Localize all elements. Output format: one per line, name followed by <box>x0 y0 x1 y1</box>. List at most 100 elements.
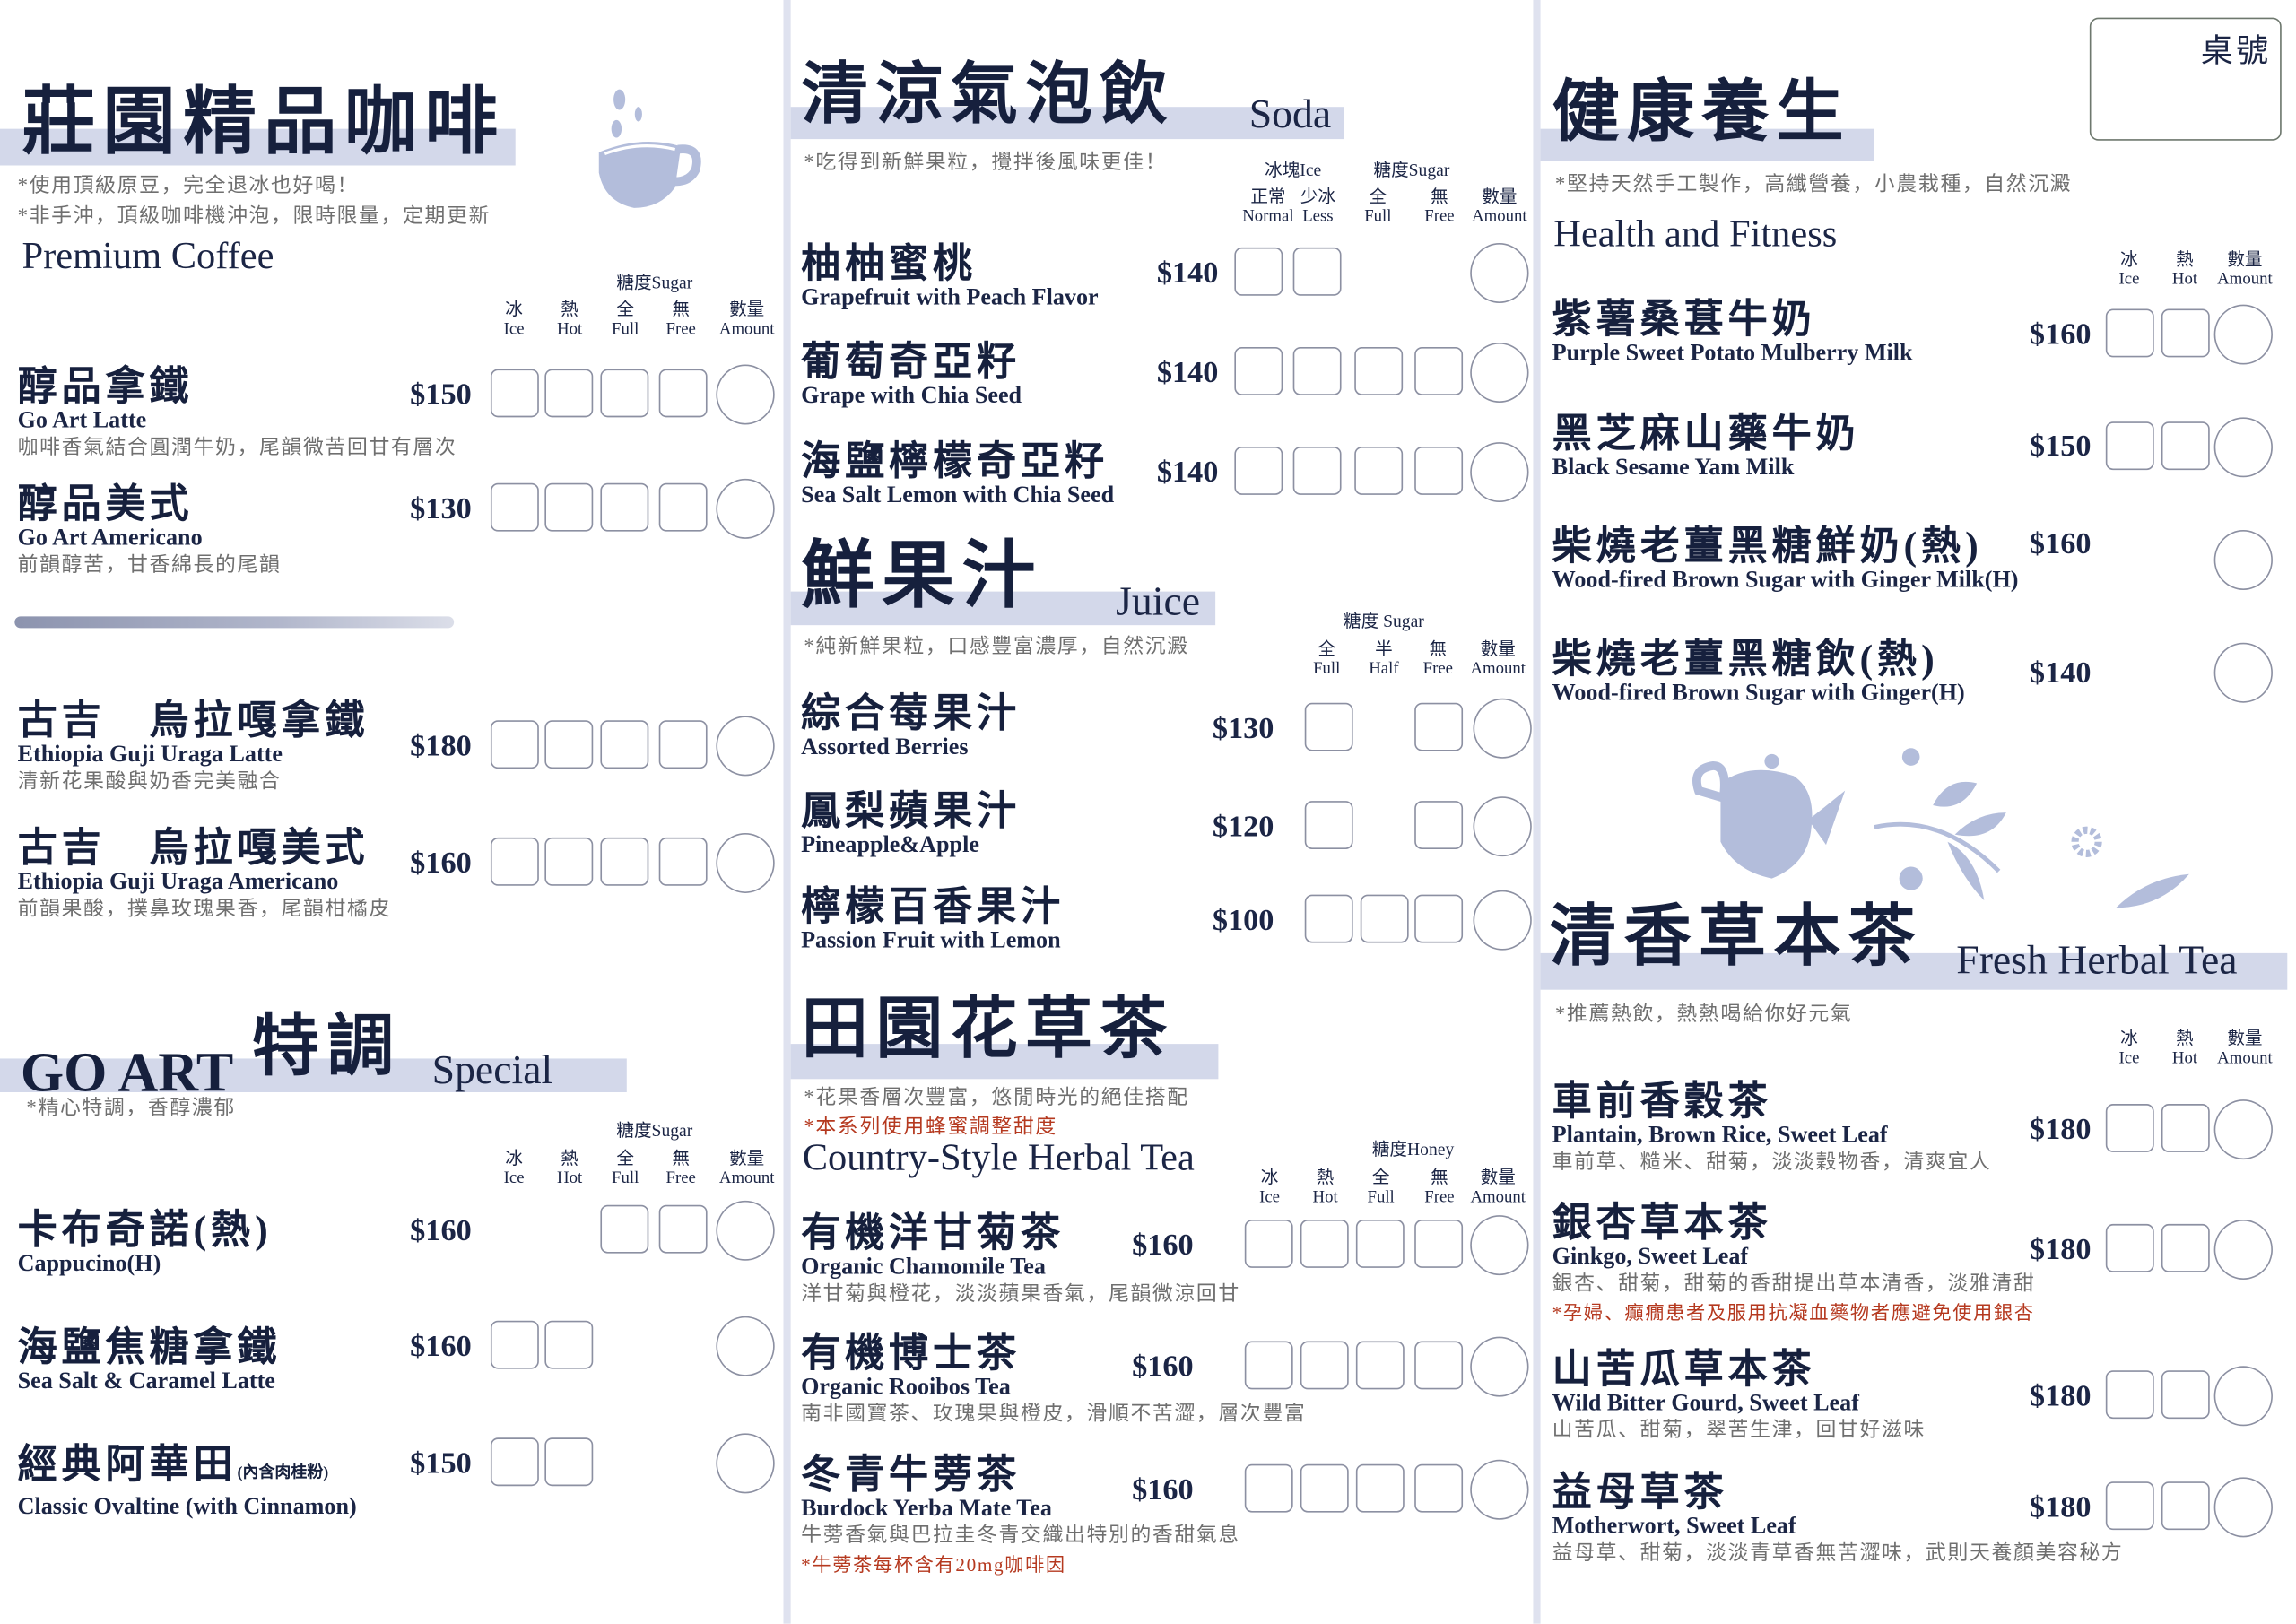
amount-circle-field[interactable] <box>716 716 775 777</box>
option-checkbox[interactable] <box>1304 702 1353 751</box>
option-checkbox[interactable] <box>544 837 594 886</box>
amount-circle-field[interactable] <box>1470 243 1529 303</box>
option-checkbox[interactable] <box>1300 1220 1349 1268</box>
amount-circle-field[interactable] <box>1473 698 1532 759</box>
item-name-zh: 醇品拿鐵 <box>18 365 457 409</box>
option-checkbox[interactable] <box>2161 1370 2210 1420</box>
option-checkbox[interactable] <box>1244 1220 1293 1268</box>
col-label-en: Free <box>1424 207 1455 226</box>
item-name-en: Motherwort, Sweet Leaf <box>1552 1514 1796 1539</box>
option-checkbox[interactable] <box>1360 894 1409 943</box>
amount-circle-field[interactable] <box>716 1316 775 1376</box>
option-checkbox[interactable] <box>1304 894 1353 943</box>
item-name-zh-text: 益母草茶 <box>1552 1470 1728 1515</box>
option-checkbox[interactable] <box>2105 1104 2154 1152</box>
option-checkbox[interactable] <box>658 369 708 418</box>
option-checkbox[interactable] <box>1300 1463 1349 1513</box>
soda-header-group: 糖度Sugar <box>1373 159 1450 180</box>
option-checkbox[interactable] <box>544 1320 594 1369</box>
item-name-zh: 紫薯桑葚牛奶 <box>1552 297 1913 341</box>
option-checkbox[interactable] <box>2105 1481 2154 1531</box>
option-checkbox[interactable] <box>600 482 649 532</box>
amount-circle-field[interactable] <box>716 364 775 425</box>
option-checkbox[interactable] <box>1354 446 1404 495</box>
table-number-field[interactable]: 桌號 <box>2089 17 2282 141</box>
option-checkbox[interactable] <box>490 482 539 532</box>
option-checkbox[interactable] <box>1234 247 1283 296</box>
amount-circle-field[interactable] <box>716 478 775 539</box>
amount-circle-field[interactable] <box>2213 1099 2273 1160</box>
option-checkbox[interactable] <box>658 1204 708 1254</box>
amount-circle-field[interactable] <box>2213 1366 2273 1427</box>
amount-circle-field[interactable] <box>716 1200 775 1261</box>
amount-circle-field[interactable] <box>1470 1336 1529 1397</box>
item-name-zh: 黑芝麻山藥牛奶 <box>1552 412 1860 456</box>
option-checkbox[interactable] <box>490 369 539 418</box>
option-checkbox[interactable] <box>1414 446 1464 495</box>
amount-circle-field[interactable] <box>2213 1220 2273 1280</box>
option-checkbox[interactable] <box>490 720 539 769</box>
option-checkbox[interactable] <box>1300 1341 1349 1390</box>
option-checkbox[interactable] <box>1354 346 1404 395</box>
option-checkbox[interactable] <box>600 837 649 886</box>
option-checkbox[interactable] <box>1234 446 1283 495</box>
option-checkbox[interactable] <box>1292 446 1342 495</box>
option-checkbox[interactable] <box>544 720 594 769</box>
option-checkbox[interactable] <box>2161 308 2210 358</box>
option-checkbox[interactable] <box>490 1320 539 1369</box>
option-checkbox[interactable] <box>544 1437 594 1487</box>
option-checkbox[interactable] <box>1414 1463 1464 1513</box>
option-checkbox[interactable] <box>1234 346 1283 395</box>
option-checkbox[interactable] <box>1414 1341 1464 1390</box>
option-checkbox[interactable] <box>600 369 649 418</box>
option-checkbox[interactable] <box>658 837 708 886</box>
amount-circle-field[interactable] <box>1470 1459 1529 1520</box>
option-checkbox[interactable] <box>1414 702 1464 751</box>
option-checkbox[interactable] <box>1304 801 1353 849</box>
option-checkbox[interactable] <box>2161 1223 2210 1272</box>
option-checkbox[interactable] <box>490 837 539 886</box>
option-checkbox[interactable] <box>1244 1341 1293 1390</box>
option-checkbox[interactable] <box>1355 1463 1405 1513</box>
amount-circle-field[interactable] <box>2213 530 2273 590</box>
option-checkbox[interactable] <box>1292 247 1342 296</box>
option-checkbox[interactable] <box>544 482 594 532</box>
option-checkbox[interactable] <box>2161 421 2210 471</box>
item-warning-note: *牛蒡茶每杯含有20mg咖啡因 <box>801 1553 1066 1576</box>
option-checkbox[interactable] <box>2161 1104 2210 1152</box>
option-checkbox[interactable] <box>2161 1481 2210 1531</box>
option-checkbox[interactable] <box>544 369 594 418</box>
option-checkbox[interactable] <box>1414 801 1464 849</box>
col-label-zh: 全 <box>616 299 634 319</box>
option-checkbox[interactable] <box>1414 1220 1464 1268</box>
option-checkbox[interactable] <box>1355 1341 1405 1390</box>
option-checkbox[interactable] <box>1355 1220 1405 1268</box>
amount-circle-field[interactable] <box>716 1433 775 1494</box>
option-checkbox[interactable] <box>658 720 708 769</box>
option-checkbox[interactable] <box>600 1204 649 1254</box>
amount-circle-field[interactable] <box>2213 1477 2273 1538</box>
amount-circle-field[interactable] <box>1473 890 1532 951</box>
option-checkbox[interactable] <box>1244 1463 1293 1513</box>
amount-circle-field[interactable] <box>1470 442 1529 503</box>
option-checkbox[interactable] <box>658 482 708 532</box>
amount-circle-field[interactable] <box>2213 642 2273 703</box>
option-checkbox[interactable] <box>1414 346 1464 395</box>
option-checkbox[interactable] <box>2105 1370 2154 1420</box>
option-checkbox[interactable] <box>1292 346 1342 395</box>
amount-circle-field[interactable] <box>2213 417 2273 478</box>
option-checkbox[interactable] <box>1414 894 1464 943</box>
amount-circle-field[interactable] <box>716 833 775 893</box>
amount-circle-field[interactable] <box>2213 304 2273 365</box>
option-checkbox[interactable] <box>490 1437 539 1487</box>
option-checkbox[interactable] <box>600 720 649 769</box>
option-checkbox[interactable] <box>2105 308 2154 358</box>
option-checkbox[interactable] <box>2105 421 2154 471</box>
amount-circle-field[interactable] <box>1470 343 1529 403</box>
option-checkbox[interactable] <box>2105 1223 2154 1272</box>
amount-circle-field[interactable] <box>1470 1215 1529 1276</box>
amount-circle-field[interactable] <box>1473 796 1532 857</box>
